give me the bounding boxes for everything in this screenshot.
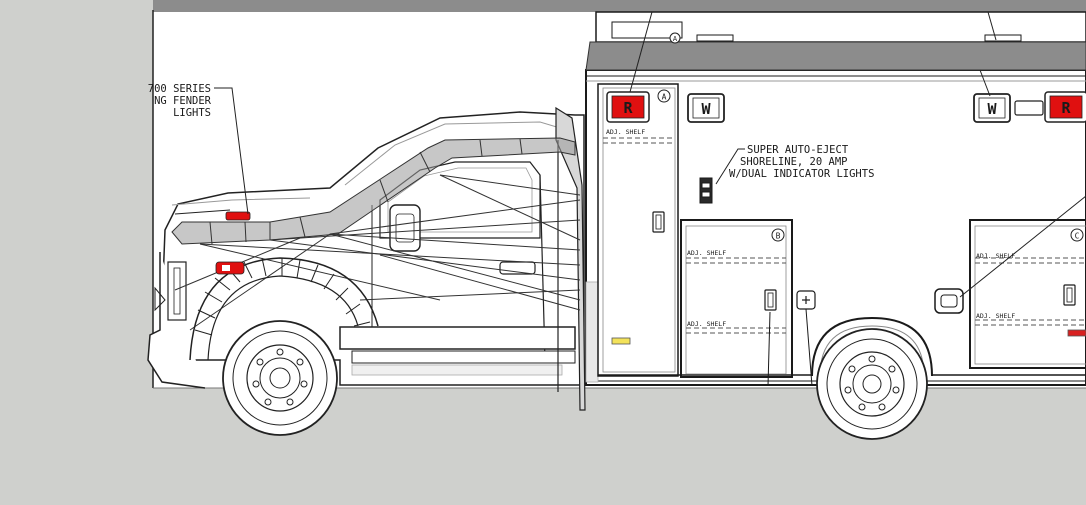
shoreline-callout: SUPER AUTO-EJECT SHORELINE, 20 AMP W/DUA… xyxy=(729,144,874,180)
fender-lights xyxy=(215,211,251,275)
compartment-a-tag: A xyxy=(657,89,671,103)
shelf-label: ADJ. SHELF xyxy=(976,252,1015,260)
compartment-a-tag-upper: A xyxy=(669,32,681,44)
compartment-c-tag: C xyxy=(1070,228,1084,242)
fender-callout-line-1: 700 SERIES xyxy=(148,83,211,95)
white-light-label-rear: W xyxy=(987,100,997,118)
white-scene-light-front: W xyxy=(687,93,725,123)
cab-light-bar-wireframe xyxy=(171,137,581,331)
front-wheel-arch xyxy=(189,257,379,361)
fuel-door xyxy=(934,288,964,314)
front-wheel xyxy=(222,320,338,436)
fender-lights-callout: 700 SERIES NG FENDER LIGHTS xyxy=(148,83,212,119)
shoreline-inlet xyxy=(699,177,713,204)
compartment-c-handle xyxy=(1063,284,1076,306)
white-light-label-front: W xyxy=(701,100,711,118)
marker-light xyxy=(1014,100,1044,116)
red-light-label-front: R xyxy=(623,99,633,117)
shoreline-callout-line-3: W/DUAL INDICATOR LIGHTS xyxy=(729,168,874,180)
red-warning-light-front: R xyxy=(606,91,650,123)
sheet-top-border xyxy=(153,0,1086,12)
compartment-b-handle xyxy=(764,289,777,311)
roof-cap xyxy=(585,41,1086,71)
shelf-label: ADJ. SHELF xyxy=(687,320,726,328)
fender-callout-line-2: NG FENDER xyxy=(154,95,212,107)
svg-text:A: A xyxy=(662,93,667,102)
compartment-a-handle xyxy=(652,211,665,233)
running-board xyxy=(339,326,576,350)
compartment-b-tag: B xyxy=(771,228,785,242)
shoreline-callout-line-1: SUPER AUTO-EJECT xyxy=(747,144,849,156)
rear-wheel xyxy=(816,328,928,440)
side-mirror xyxy=(389,204,421,252)
shelf-labels: ADJ. SHELF ADJ. SHELF ADJ. SHELF ADJ. SH… xyxy=(606,128,1015,328)
shelf-label: ADJ. SHELF xyxy=(976,312,1015,320)
compartment-c-door xyxy=(969,219,1086,369)
svg-text:A: A xyxy=(673,35,678,43)
white-scene-light-rear: W xyxy=(973,93,1011,123)
shelf-label: ADJ. SHELF xyxy=(687,249,726,257)
fender-callout-line-3: LIGHTS xyxy=(173,107,211,119)
leader-lines xyxy=(214,11,1086,298)
svg-text:C: C xyxy=(1075,232,1080,241)
svg-text:B: B xyxy=(776,232,781,241)
compartment-b-door xyxy=(680,219,816,387)
red-warning-light-rear: R xyxy=(1044,91,1086,123)
red-light-label-rear: R xyxy=(1061,99,1071,117)
shelf-label: ADJ. SHELF xyxy=(606,128,645,136)
shoreline-callout-line-2: SHORELINE, 20 AMP xyxy=(740,156,847,168)
compartment-a-door xyxy=(597,83,679,377)
